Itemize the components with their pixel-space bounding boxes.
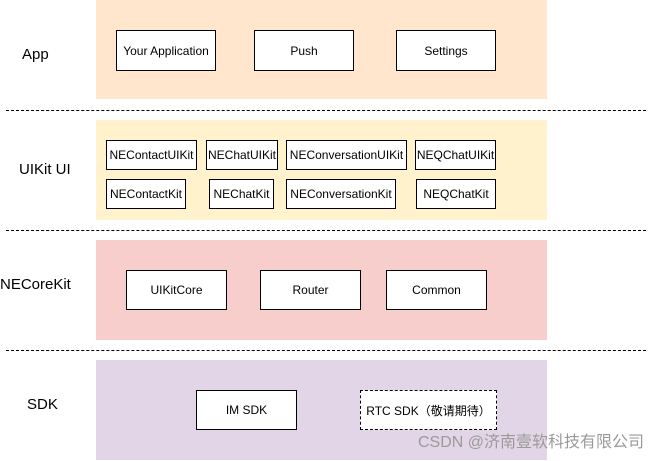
nechatkit-box: NEChatKit <box>209 179 274 209</box>
your-application-box: Your Application <box>116 30 216 71</box>
necontactkit-box: NEContactKit <box>106 179 186 209</box>
neconversationuikit-box: NEConversationUIKit <box>286 140 407 170</box>
corekit-layer-label: NECoreKit <box>0 276 71 293</box>
neconversationkit-box: NEConversationKit <box>286 179 396 209</box>
rtc-sdk-box: RTC SDK（敬请期待） <box>360 390 497 430</box>
divider-app-uikit <box>6 110 646 111</box>
divider-uikit-corekit <box>6 230 646 231</box>
neqchatkit-box: NEQChatKit <box>416 179 496 209</box>
push-box: Push <box>254 30 354 71</box>
settings-box: Settings <box>396 30 496 71</box>
divider-corekit-sdk <box>6 350 646 351</box>
uikit-layer-label: UIKit UI <box>19 161 71 178</box>
common-box: Common <box>386 270 487 310</box>
nechatuikit-box: NEChatUIKit <box>206 140 278 170</box>
uikitcore-box: UIKitCore <box>126 270 227 310</box>
router-box: Router <box>260 270 361 310</box>
app-layer-label: App <box>22 46 49 63</box>
csdn-watermark: CSDN @济南壹软科技有限公司 <box>417 434 644 451</box>
im-sdk-box: IM SDK <box>196 390 297 430</box>
necontactuikit-box: NEContactUIKit <box>106 140 197 170</box>
sdk-layer-label: SDK <box>27 396 58 413</box>
neqchatuikit-box: NEQChatUIKit <box>415 140 496 170</box>
